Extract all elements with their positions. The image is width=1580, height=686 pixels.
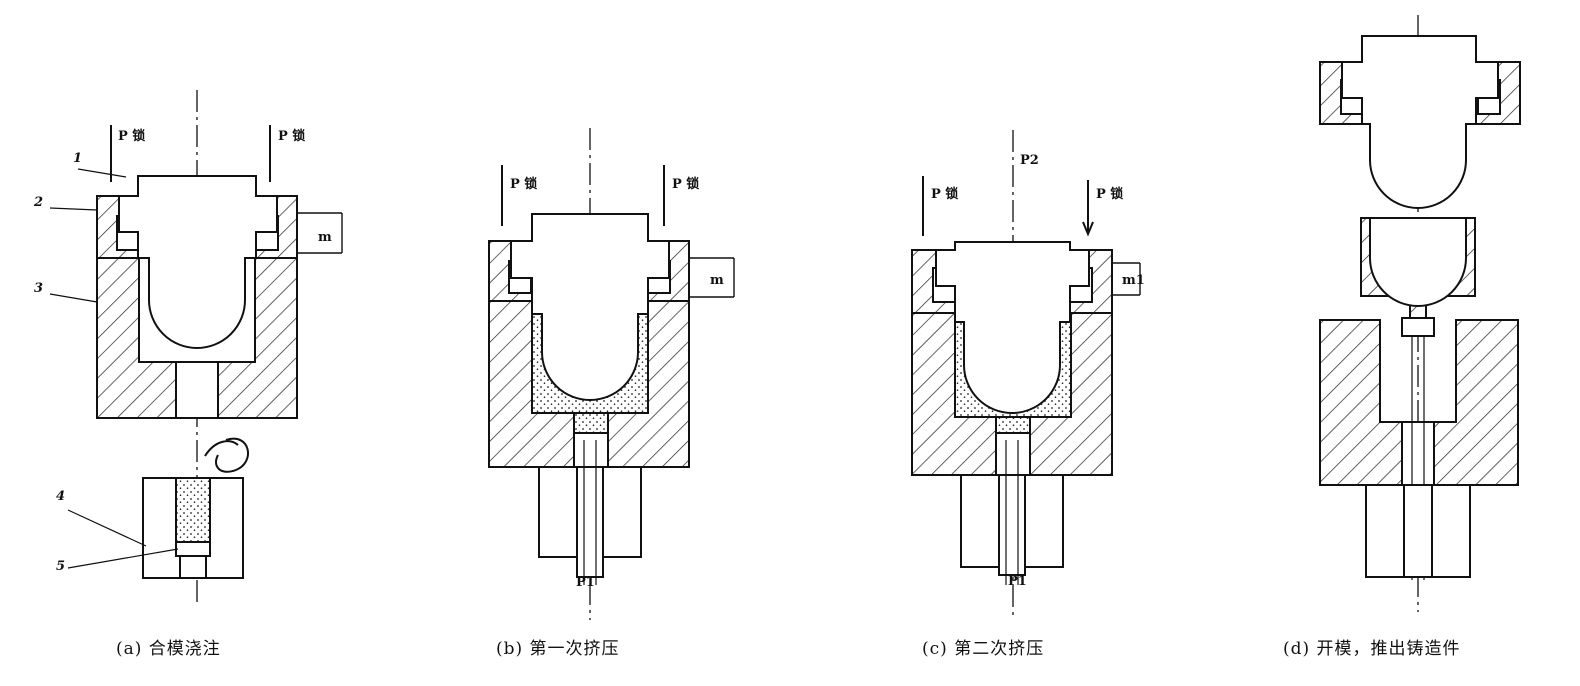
p2-label: P2 [1020, 153, 1039, 168]
part-number-label: 1 [73, 151, 82, 166]
panel-a-diagram [49, 90, 343, 605]
panel-b-diagram [488, 128, 735, 620]
p-lock-label: P 锁 [931, 186, 958, 202]
p-lock-label: P 锁 [510, 176, 537, 192]
p1-label: P1 [576, 575, 595, 590]
diagram-labels: P 锁 P 锁 1 2 3 4 5 m P 锁 P 锁 m P1 P2 P 锁 … [33, 128, 1145, 590]
part-number-label: 5 [56, 559, 65, 574]
part-number-label: 2 [33, 195, 43, 210]
panel-c-diagram [911, 130, 1141, 620]
panel-a-caption: (a) 合模浇注 [116, 639, 221, 659]
part-number-label: 4 [56, 489, 65, 504]
gap-label: m [318, 230, 332, 245]
panel-d-diagram [1319, 15, 1521, 612]
part-number-label: 3 [34, 281, 43, 296]
panel-c-caption: (c) 第二次挤压 [922, 639, 1045, 659]
p1-label: P1 [1008, 574, 1027, 589]
p-lock-label: P 锁 [278, 128, 305, 144]
p-lock-label: P 锁 [672, 176, 699, 192]
p-lock-label: P 锁 [118, 128, 145, 144]
p-lock-label: P 锁 [1096, 186, 1123, 202]
gap-label: m1 [1122, 273, 1145, 288]
gap-label: m [710, 273, 724, 288]
panel-d-caption: (d) 开模，推出铸造件 [1283, 639, 1461, 659]
panel-b-caption: (b) 第一次挤压 [496, 639, 620, 659]
